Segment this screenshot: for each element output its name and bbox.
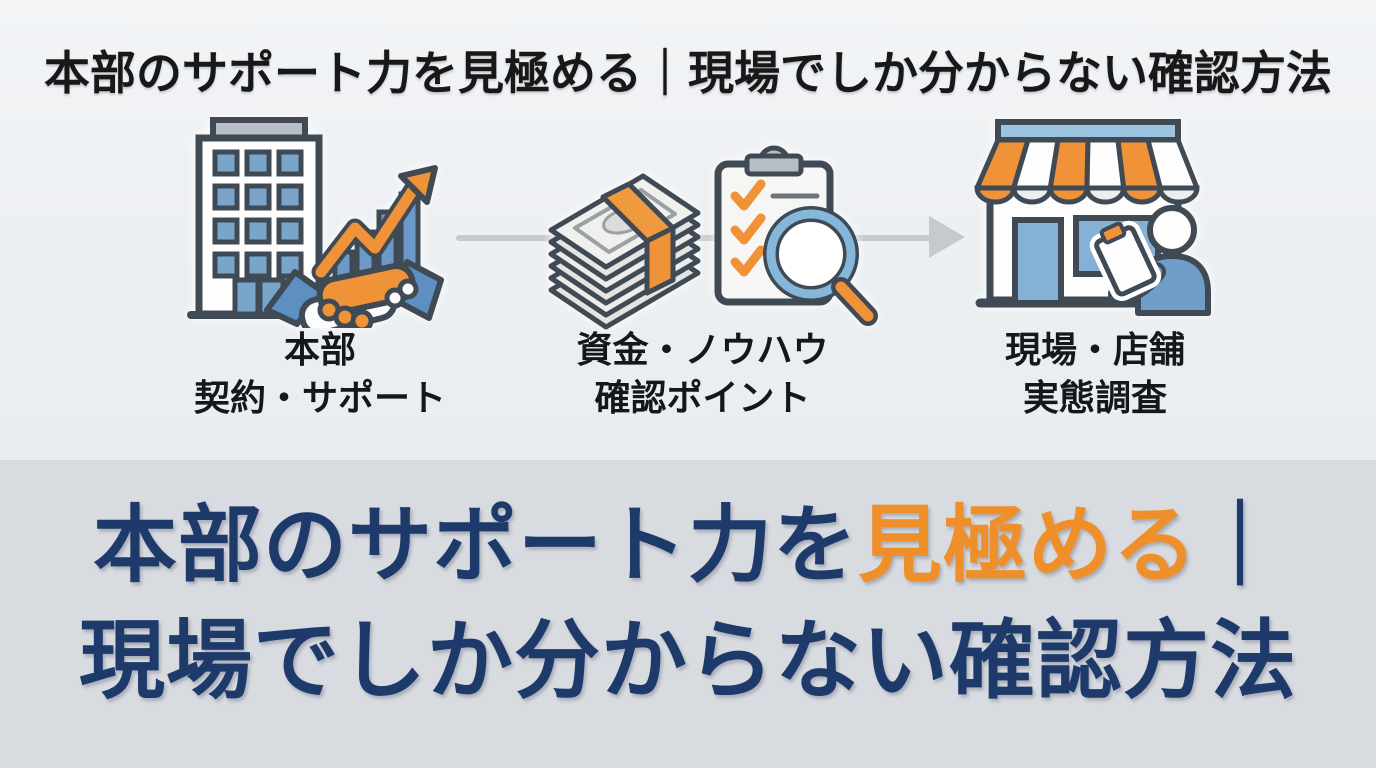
headline-banner: 本部のサポート力を見極める｜ 現場でしか分からない確認方法	[0, 460, 1376, 768]
headline-line1-highlight: 見極める	[857, 498, 1198, 592]
step-label-line1: 現場・店舗	[1004, 329, 1185, 370]
headline-line1-prefix: 本部のサポート力を	[92, 498, 858, 592]
step-label-line1: 資金・ノウハウ	[576, 329, 829, 370]
step-label-line2: 実態調査	[1022, 377, 1167, 418]
step-label-line1: 本部	[283, 329, 356, 370]
storefront-inspection-icon	[960, 108, 1230, 328]
headquarters-handshake-icon	[183, 110, 453, 328]
headline-line1-separator: ｜	[1198, 498, 1284, 592]
page-title: 本部のサポート力を見極める｜現場でしか分からない確認方法	[44, 47, 1332, 99]
headline-line1: 本部のサポート力を見極める｜	[0, 501, 1376, 589]
flow-arrow-head-icon	[929, 216, 965, 258]
step-label-storefront: 現場・店舗 実態調査	[945, 326, 1245, 422]
headline-line2: 現場でしか分からない確認方法	[79, 613, 1297, 710]
step-label-funds: 資金・ノウハウ 確認ポイント	[525, 326, 880, 422]
funds-checklist-icon	[523, 140, 883, 340]
top-section: 本部のサポート力を見極める｜現場でしか分からない確認方法	[0, 0, 1376, 460]
step-label-line2: 契約・サポート	[193, 377, 446, 418]
step-label-line2: 確認ポイント	[594, 377, 811, 418]
step-label-headquarters: 本部 契約・サポート	[155, 326, 485, 422]
